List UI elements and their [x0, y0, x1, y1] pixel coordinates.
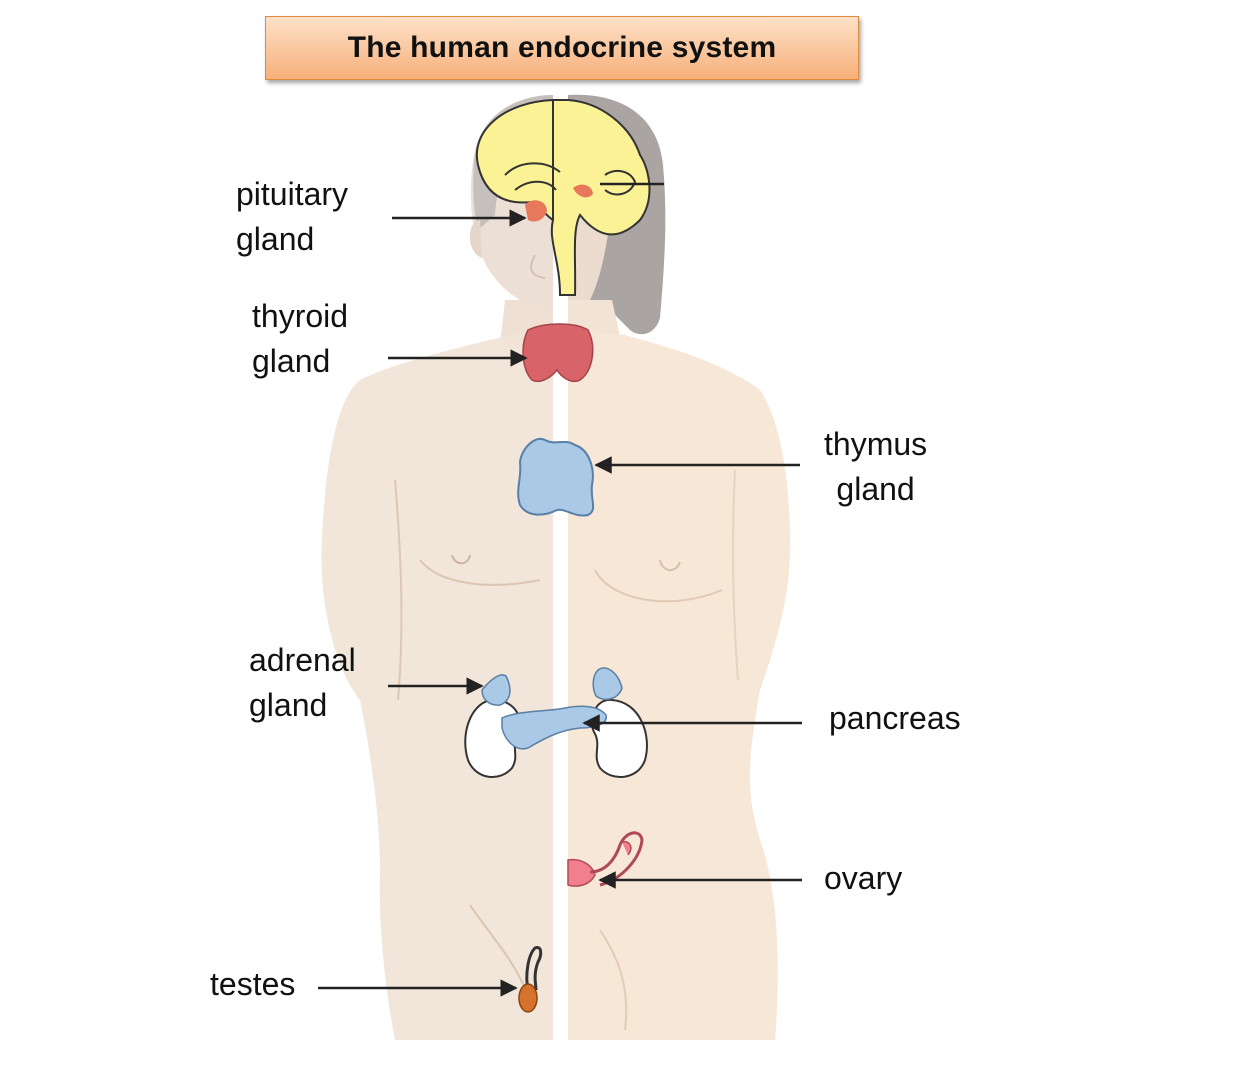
label-thyroid-gland: thyroid gland: [252, 294, 348, 384]
label-pituitary-gland: pituitary gland: [236, 172, 348, 262]
male-body-half: [321, 95, 553, 1040]
pituitary-gland-shape: [525, 184, 593, 222]
thyroid-gland-shape: [522, 323, 594, 382]
label-line: ovary: [824, 860, 903, 896]
testes-shape: [518, 945, 543, 1013]
thymus-gland-shape: [517, 437, 595, 517]
label-adrenal-gland: adrenal gland: [249, 638, 356, 728]
label-thymus-gland: thymus gland: [824, 422, 927, 512]
label-line: adrenal: [249, 642, 356, 678]
leader-lines: [318, 182, 802, 997]
label-line: gland: [236, 221, 315, 257]
title-box: The human endocrine system: [265, 16, 859, 80]
diagram-title: The human endocrine system: [347, 31, 777, 64]
label-testes: testes: [210, 962, 295, 1007]
label-line: pituitary: [236, 176, 349, 212]
label-line: gland: [836, 471, 915, 507]
label-pancreas: pancreas: [829, 696, 961, 741]
ovary-shape: [567, 831, 644, 887]
label-line: thymus: [824, 426, 928, 462]
adrenal-gland-shapes: [481, 667, 623, 706]
label-line: gland: [252, 343, 331, 379]
label-line: thyroid: [252, 298, 349, 334]
brain: [475, 98, 651, 296]
label-line: pancreas: [829, 700, 961, 736]
label-line: gland: [249, 687, 328, 723]
pancreas-shape: [501, 705, 607, 750]
female-body-half: [568, 94, 791, 1040]
label-line: testes: [210, 966, 296, 1002]
label-ovary: ovary: [824, 856, 902, 901]
